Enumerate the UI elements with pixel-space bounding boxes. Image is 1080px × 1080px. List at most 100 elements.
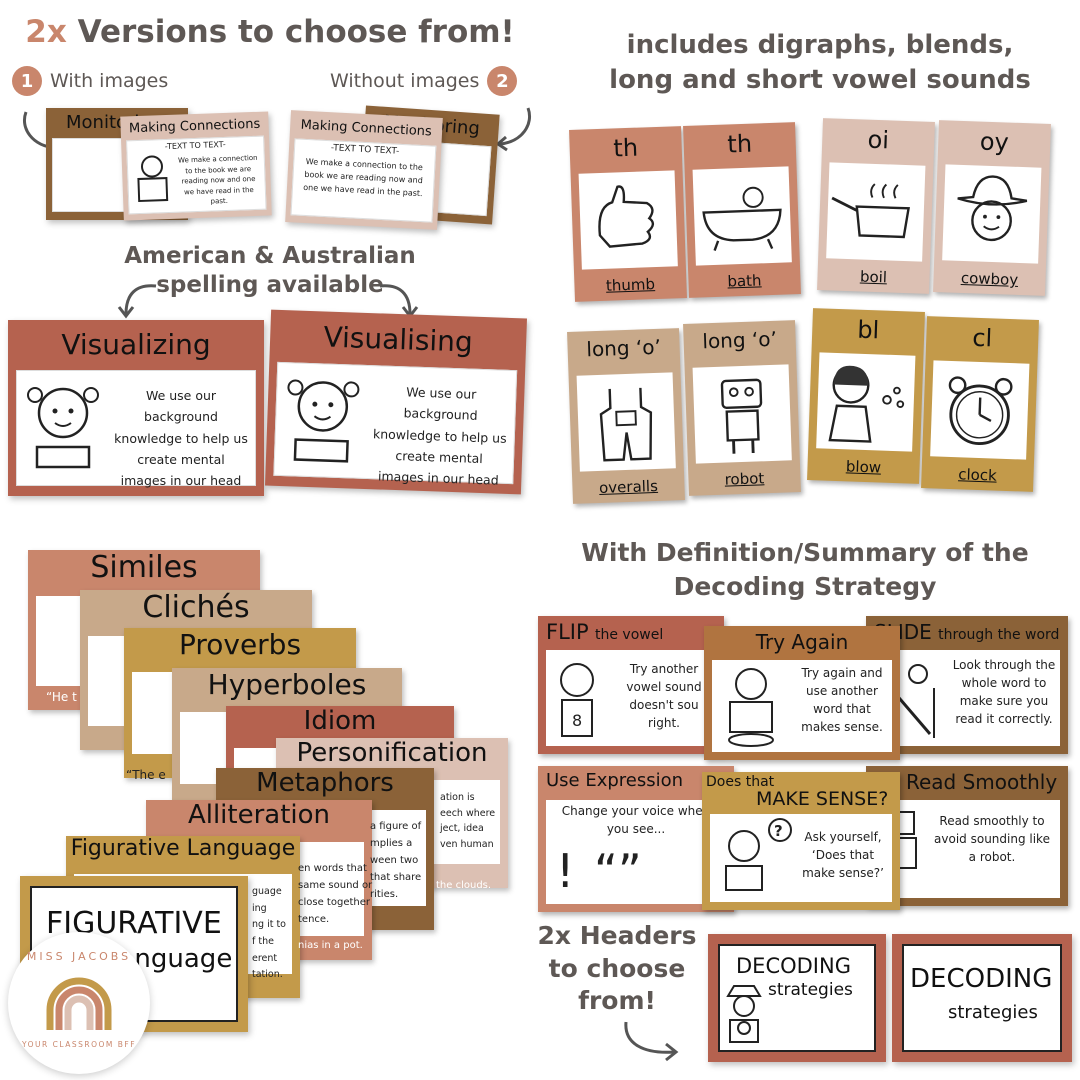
figlang-s2: ing [252,902,267,914]
metaphors-s2: mplies a [370,838,413,849]
visualizing-body: We use our background knowledge to help … [114,388,248,496]
personification-s2: eech where [440,807,496,819]
phonics-card-robot: long ‘o’robot [683,320,801,496]
phonics-word: blow [845,457,882,477]
figurative-card-title: Hyperboles [207,668,367,701]
metaphors-s5: rities. [370,889,399,900]
figurative-card-title: Proverbs [178,628,302,661]
sense-body: Ask yourself, ‘Does that make sense?’ [802,830,884,880]
flip-title: FLIP [546,620,589,644]
try-body: Try again and use another word that make… [801,666,883,734]
versions-heading: 2x Versions to choose from! [20,14,520,50]
phonics-card-blow: bl blow [807,308,925,484]
decoding-header-with-image: DECODING strategies [708,934,886,1062]
phonics-label: cl [971,323,993,353]
smooth-title: Read Smoothly [906,770,1058,794]
decoding-heading-line2: Decoding Strategy [673,571,937,601]
curved-arrow-right-icon [495,107,531,152]
logo-top-text: MISS JACOBS [26,950,132,963]
versions-heading-accent: 2x [25,14,67,50]
make-sense-card: Does that MAKE SENSE? ? Ask yourself, ‘D… [702,772,900,910]
visualising-card: Visualising We use our background knowle… [265,309,527,495]
without-images-label: Without images 2 [330,66,518,96]
metaphors-s3: ween two [370,855,419,866]
figlang-s6: tation. [252,969,283,981]
quote-marks-icon: “” [594,844,642,898]
phonics-word: cowboy [960,268,1019,289]
badge-two: 2 [487,66,518,96]
phonics-word: overalls [598,476,659,497]
use-expression-card: Use Expression Change your voice when yo… [538,766,734,912]
visualising-title: Visualising [323,319,474,359]
figlang-s5: erent [252,952,278,964]
slide-body: Look through the whole word to make sure… [952,658,1056,726]
alliteration-snippet: en words that same sound or close togeth… [298,860,372,928]
reading-child-icon [137,155,169,203]
alliteration-s1: en words that [298,863,367,874]
headers-line3: from! [578,986,656,1015]
phonics-heading-line2: long and short vowel sounds [609,65,1031,96]
phonics-label: long ‘o’ [701,326,778,354]
visualizing-title: Visualizing [61,327,211,361]
decoding-heading: With Definition/Summary of the Decoding … [540,536,1070,604]
try-again-card: Try Again Try again and use another word… [704,626,900,760]
phonics-heading: includes digraphs, blends, long and shor… [580,28,1060,98]
slide-sub: through the word [938,627,1060,643]
making-connections-body: We make a connection to the book we are … [177,153,258,206]
personification-clouds: the clouds. [436,880,492,891]
question-girl-icon: ? [725,818,792,891]
overalls-icon [576,372,676,472]
phonics-heading-line1: includes digraphs, blends, [626,30,1014,60]
versions-heading-text: Versions to choose from! [66,14,515,50]
with-images-text: With images [50,70,169,92]
headers-heading: 2x Headers to choose from! [522,920,712,1018]
figlang-s4: f the [252,935,274,947]
cowboy-icon [942,164,1042,264]
making-connections-sub: -TEXT TO TEXT- [164,139,226,152]
phonics-label: th [726,129,753,159]
brand-logo: MISS JACOBS YOUR CLASSROOM BFF [8,932,150,1074]
similes-snippet: “He t [46,690,77,704]
figurative-card-title: Metaphors [256,768,394,798]
phonics-label: oy [979,127,1010,157]
phonics-card-bath: th bath [683,122,801,298]
spelling-heading-line1: American & Australian [124,243,416,269]
phonics-card-cowboy: oy cowboy [933,120,1051,296]
expr-body: Change your voice when you see... [561,804,711,836]
phonics-label: oi [867,125,890,155]
phonics-label: bl [856,315,880,345]
decoding-big-1: DECODING [736,954,851,978]
spelling-heading: American & Australian spelling available [110,242,430,300]
logo-bottom-text: YOUR CLASSROOM BFF [21,1040,137,1049]
flip-card: FLIP the vowel 8 Try another vowel sound… [538,616,724,754]
clock-icon [930,360,1030,460]
personification-snippet: ation is eech where ject, idea ven human [440,790,495,853]
cliches-snippet: “The e [126,768,166,782]
metaphors-s1: a figure of [370,821,422,832]
bath-icon [692,166,792,266]
decoding-heading-line1: With Definition/Summary of the [581,538,1029,567]
visualizing-card: Visualizing We use our background knowle… [8,320,264,496]
figlang-snippet: guage ing ng it to f the erent tation. [252,884,286,984]
thinking-girl-icon-2 [287,379,360,463]
svg-text:?: ? [774,822,783,840]
decoding-small-2: strategies [948,1002,1038,1023]
figlang-s1: guage [252,886,282,897]
phonics-word: bath [727,271,762,291]
making-connections-card-with-images: Making Connections -TEXT TO TEXT- We mak… [120,111,272,221]
phonics-card-overalls: long ‘o’overalls [567,328,685,504]
alliteration-s2: same sound or [298,880,373,891]
figurative-card-title: Idiom [303,706,377,736]
decoding-big-2: DECODING [910,964,1053,994]
figurative-card-title: Alliteration [187,800,331,830]
expr-title: Use Expression [546,770,684,791]
svg-text:8: 8 [572,711,582,730]
decoding-small-1: strategies [768,980,853,1000]
making-connections-card-without-images: Making Connections -TEXT TO TEXT- We mak… [285,110,443,230]
arrow-down-left-icon [117,284,157,319]
figlang-s3: ng it to [252,919,286,931]
visualising-body: We use our background knowledge to help … [372,384,507,494]
sense-big: MAKE SENSE? [756,788,889,810]
